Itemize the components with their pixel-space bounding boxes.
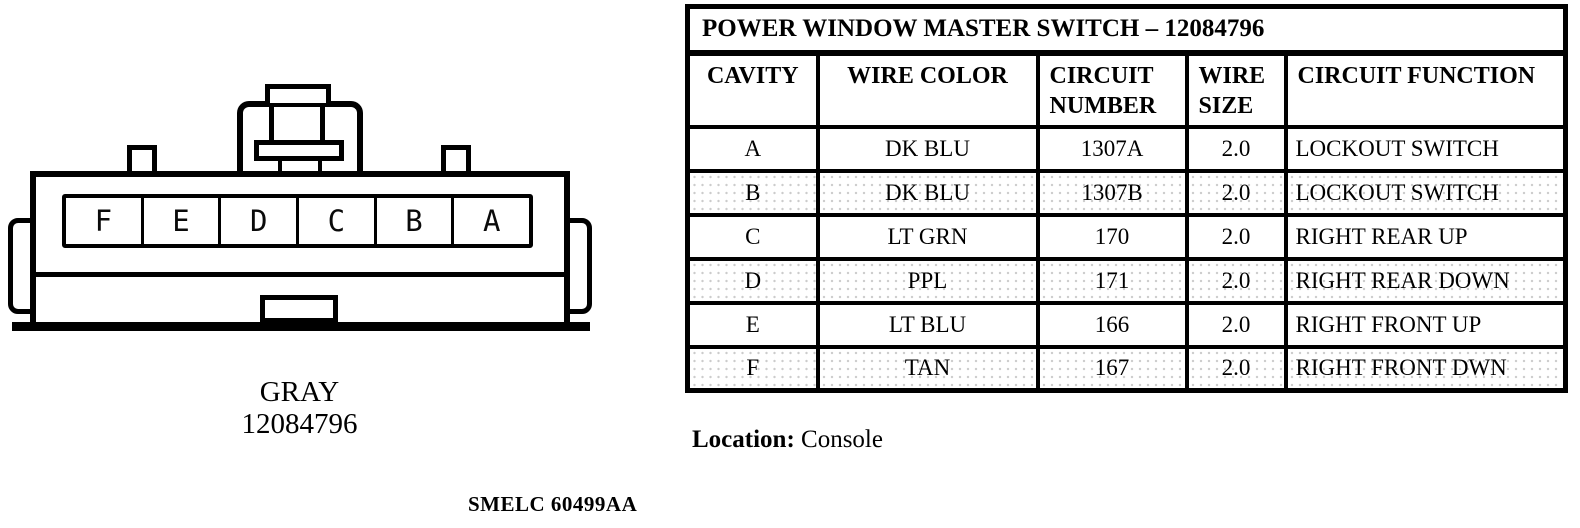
pinout-table: POWER WINDOW MASTER SWITCH – 12084796 CA… <box>685 4 1569 393</box>
cavity-d: D <box>221 198 300 244</box>
table-row-c: C LT GRN 170 2.0 RIGHT REAR UP <box>685 212 1568 261</box>
connector-part-number: 12084796 <box>241 408 358 440</box>
table-row-a: A DK BLU 1307A 2.0 LOCKOUT SWITCH <box>685 124 1568 173</box>
cell-wire-color: LT GRN <box>815 212 1040 261</box>
cell-cavity: E <box>685 300 820 349</box>
cell-wire-size: 2.0 <box>1184 168 1288 217</box>
table-title-row: POWER WINDOW MASTER SWITCH – 12084796 <box>685 4 1568 56</box>
cell-circuit-number: 170 <box>1035 212 1189 261</box>
latch-top-tab <box>265 84 331 103</box>
document-code: SMELC 60499AA <box>468 492 638 516</box>
cell-circuit-function: LOCKOUT SWITCH <box>1283 124 1568 173</box>
latch-crossbar <box>254 140 344 161</box>
connector-inner-line <box>36 272 564 277</box>
latch-foot <box>278 161 322 171</box>
cell-wire-size: 2.0 <box>1184 124 1288 173</box>
table-row-d: D PPL 171 2.0 RIGHT REAR DOWN <box>685 256 1568 305</box>
connector-diagram: F E D C B A <box>0 0 650 470</box>
cell-circuit-number: 167 <box>1035 344 1189 393</box>
cavity-c: C <box>299 198 377 244</box>
cavity-e: E <box>144 198 222 244</box>
cell-circuit-function: RIGHT FRONT UP <box>1283 300 1568 349</box>
cell-circuit-function: RIGHT REAR DOWN <box>1283 256 1568 305</box>
cell-wire-size: 2.0 <box>1184 212 1288 261</box>
latch-stem <box>269 107 325 142</box>
col-header-circuit-number: CIRCUIT NUMBER <box>1035 50 1189 129</box>
cell-circuit-function: LOCKOUT SWITCH <box>1283 168 1568 217</box>
cell-wire-color: TAN <box>815 344 1040 393</box>
connector-right-index-tab <box>441 145 471 171</box>
cell-wire-color: PPL <box>815 256 1040 305</box>
col-header-circuit-function: CIRCUIT FUNCTION <box>1283 50 1568 129</box>
location-value: Console <box>801 426 883 453</box>
cavity-a: A <box>482 203 501 238</box>
table-row-b: B DK BLU 1307B 2.0 LOCKOUT SWITCH <box>685 168 1568 217</box>
cell-circuit-number: 1307B <box>1035 168 1189 217</box>
cell-cavity: C <box>685 212 820 261</box>
table-title: POWER WINDOW MASTER SWITCH – 12084796 <box>685 4 1568 56</box>
cavity-strip: F E D C B A <box>62 194 533 248</box>
connector-left-index-tab <box>127 145 157 171</box>
col-header-cavity: CAVITY <box>685 50 820 129</box>
cell-cavity: B <box>685 168 820 217</box>
cell-wire-size: 2.0 <box>1184 344 1288 393</box>
cell-circuit-number: 171 <box>1035 256 1189 305</box>
connector-color-label: GRAY <box>259 376 340 408</box>
cell-wire-color: DK BLU <box>815 124 1040 173</box>
table-header-row: CAVITY WIRE COLOR CIRCUIT NUMBER WIRE SI… <box>685 50 1568 129</box>
cell-wire-size: 2.0 <box>1184 300 1288 349</box>
col-header-wire-size: WIRE SIZE <box>1184 50 1288 129</box>
cell-circuit-function: RIGHT FRONT DWN <box>1283 344 1568 393</box>
table-row-f: F TAN 167 2.0 RIGHT FRONT DWN <box>685 344 1568 393</box>
cell-wire-size: 2.0 <box>1184 256 1288 305</box>
connector-caption: GRAY 12084796 <box>222 376 377 440</box>
location-label: Location: <box>692 426 795 453</box>
cell-wire-color: DK BLU <box>815 168 1040 217</box>
col-header-wire-color: WIRE COLOR <box>815 50 1040 129</box>
connector-bottom-slot <box>260 295 338 323</box>
cell-cavity: F <box>685 344 820 393</box>
cell-cavity: D <box>685 256 820 305</box>
location-line: Location: Console <box>692 426 883 454</box>
cell-wire-color: LT BLU <box>815 300 1040 349</box>
cell-circuit-number: 166 <box>1035 300 1189 349</box>
cell-circuit-number: 1307A <box>1035 124 1189 173</box>
table-row-e: E LT BLU 166 2.0 RIGHT FRONT UP <box>685 300 1568 349</box>
cavity-f: F <box>66 198 144 244</box>
cell-circuit-function: RIGHT REAR UP <box>1283 212 1568 261</box>
cavity-b: B <box>377 198 455 244</box>
cell-cavity: A <box>685 124 820 173</box>
